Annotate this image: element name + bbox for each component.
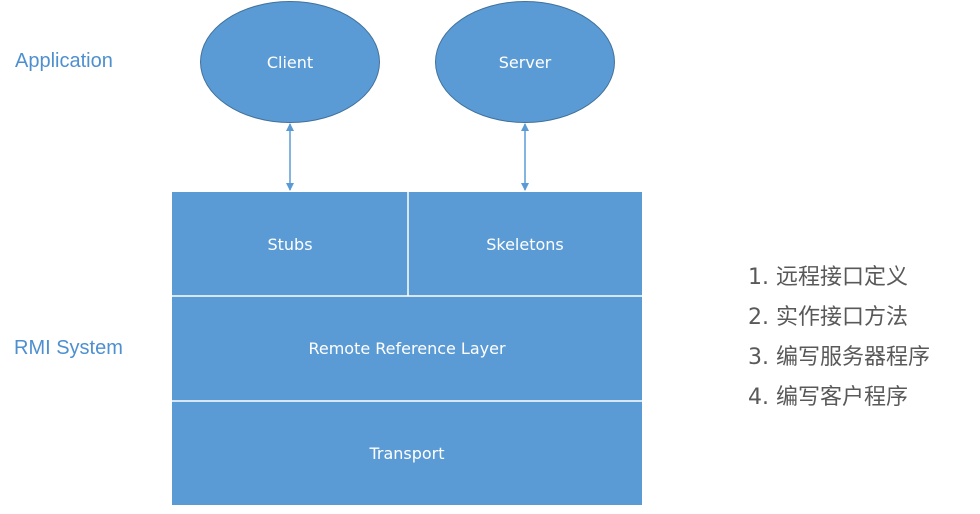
transport-layer: Transport (172, 401, 642, 505)
client-node: Client (200, 1, 380, 123)
skeletons-layer-label: Skeletons (486, 234, 564, 254)
server-node: Server (435, 1, 615, 123)
step-item: 4. 编写客户程序 (748, 385, 908, 410)
application-label: Application (15, 50, 113, 72)
client-node-label: Client (266, 52, 314, 72)
transport-layer-label: Transport (369, 443, 445, 463)
remote-reference-layer: Remote Reference Layer (172, 296, 642, 401)
rmi-system-label: RMI System (14, 337, 123, 359)
stubs-layer: Stubs (172, 192, 408, 296)
step-item: 3. 编写服务器程序 (748, 345, 930, 370)
step-item: 1. 远程接口定义 (748, 265, 908, 290)
remote-reference-layer-label: Remote Reference Layer (308, 339, 506, 358)
step-item: 2. 实作接口方法 (748, 305, 908, 330)
steps-list: 1. 远程接口定义 2. 实作接口方法 3. 编写服务器程序 4. 编写客户程序 (748, 258, 930, 418)
stubs-layer-label: Stubs (267, 234, 313, 254)
skeletons-layer: Skeletons (408, 192, 642, 296)
server-node-label: Server (498, 52, 552, 72)
